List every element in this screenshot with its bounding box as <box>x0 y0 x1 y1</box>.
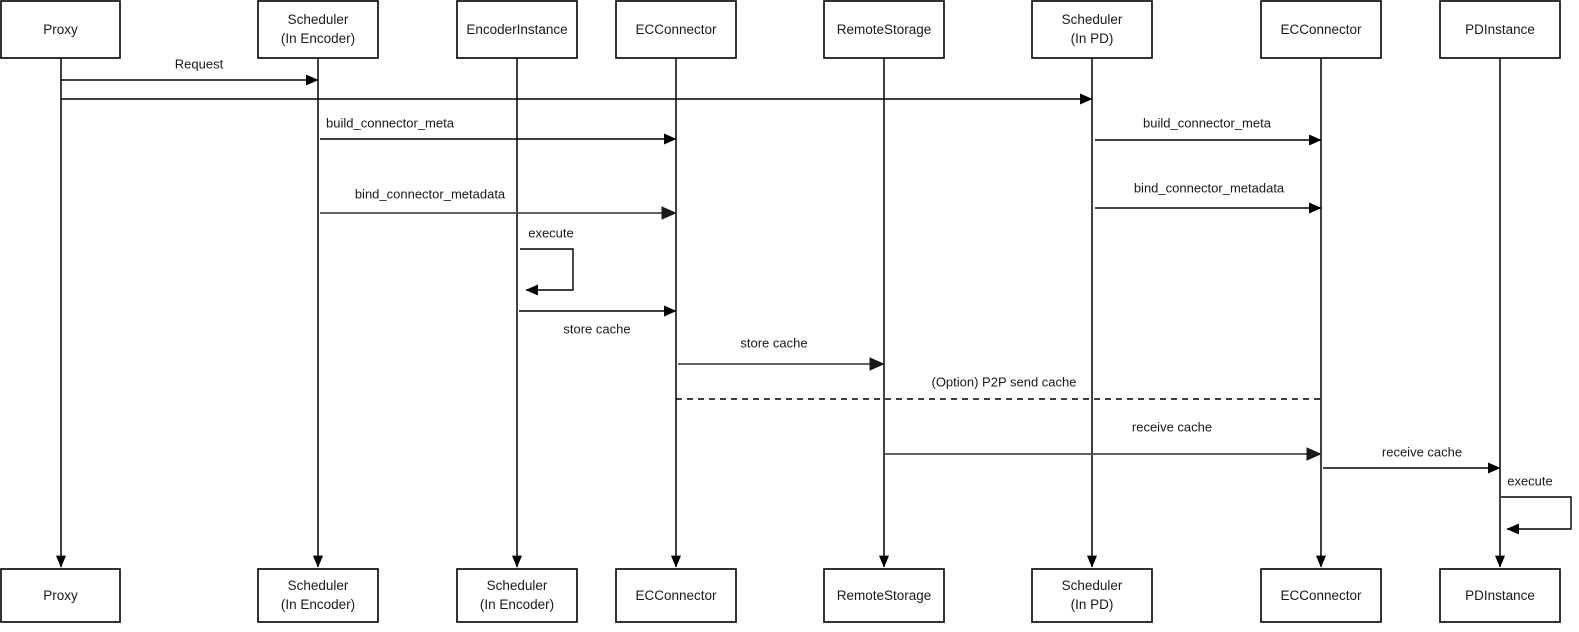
participant-box-bottom-pd_inst[interactable]: PDInstance <box>1439 568 1561 623</box>
participant-box-frame <box>1031 568 1153 623</box>
participant-label-line1: Scheduler <box>288 12 349 27</box>
message-label: receive cache <box>1132 419 1212 434</box>
message-m4[interactable]: build_connector_meta <box>1095 115 1322 146</box>
self-call-s2[interactable]: execute <box>1501 473 1572 535</box>
participant-box-frame <box>456 568 578 623</box>
participant-box-frame <box>257 0 379 59</box>
message-label: receive cache <box>1382 444 1462 459</box>
participant-box-frame <box>1439 568 1561 623</box>
participant-box-frame <box>823 568 945 623</box>
participant-box-frame <box>1439 0 1561 59</box>
participant-box-bottom-proxy[interactable]: Proxy <box>0 568 121 623</box>
participant-box-frame <box>456 0 578 59</box>
self-call-arrow <box>1501 496 1572 535</box>
message-m10[interactable]: receive cache <box>885 419 1322 461</box>
participant-label-line1: RemoteStorage <box>837 588 932 603</box>
participant-box-top-ecconn_pd[interactable]: ECConnector <box>1260 0 1382 59</box>
participant-label-line1: Scheduler <box>1062 578 1123 593</box>
lifelines-group <box>55 58 1506 568</box>
participant-label-line1: ECConnector <box>1280 22 1362 37</box>
message-m8[interactable]: store cache <box>678 335 885 371</box>
participant-box-bottom-ecconn_enc[interactable]: ECConnector <box>615 568 737 623</box>
participant-label-line2: (In Encoder) <box>281 597 355 612</box>
message-label: build_connector_meta <box>326 115 455 130</box>
participant-box-frame <box>1260 0 1382 59</box>
message-m11[interactable]: receive cache <box>1323 444 1501 474</box>
message-label: Request <box>175 56 224 71</box>
message-label: bind_connector_metadata <box>1134 180 1285 195</box>
participant-label-line1: Scheduler <box>288 578 349 593</box>
message-label: (Option) P2P send cache <box>931 374 1076 389</box>
self-call-s1[interactable]: execute <box>520 225 574 296</box>
message-label: build_connector_meta <box>1143 115 1272 130</box>
participant-box-top-ecconn_enc[interactable]: ECConnector <box>615 0 737 59</box>
self-call-label: execute <box>1507 473 1553 488</box>
self-calls-group: execute execute <box>520 225 1572 535</box>
participant-label-line1: PDInstance <box>1465 588 1535 603</box>
message-m7[interactable]: store cache <box>519 305 677 336</box>
messages-group: Request build_connector_meta build_connect… <box>61 56 1501 474</box>
participant-label-line1: Proxy <box>43 588 78 603</box>
participant-label-line1: EncoderInstance <box>466 22 567 37</box>
participant-box-top-sched_enc[interactable]: Scheduler (In Encoder) <box>257 0 379 59</box>
participant-label-line1: ECConnector <box>1280 588 1362 603</box>
participant-box-frame <box>823 0 945 59</box>
participant-footers-group: Proxy Scheduler (In Encoder) Scheduler (In E… <box>0 568 1561 623</box>
message-label: bind_connector_metadata <box>355 186 506 201</box>
participant-box-bottom-sched_enc[interactable]: Scheduler (In Encoder) <box>257 568 379 623</box>
self-call-label: execute <box>528 225 574 240</box>
participant-box-frame <box>0 568 121 623</box>
message-label: store cache <box>563 321 630 336</box>
message-m6[interactable]: bind_connector_metadata <box>1095 180 1322 214</box>
message-m9[interactable]: (Option) P2P send cache <box>676 374 1321 400</box>
participant-label-line1: Scheduler <box>1062 12 1123 27</box>
participant-label-line2: (In Encoder) <box>480 597 554 612</box>
message-label: store cache <box>740 335 807 350</box>
participant-label-line1: RemoteStorage <box>837 22 932 37</box>
participant-box-frame <box>257 568 379 623</box>
participant-label-line1: Proxy <box>43 22 78 37</box>
participant-headers-group: Proxy Scheduler (In Encoder) EncoderInstanc… <box>0 0 1561 59</box>
participant-label-line1: ECConnector <box>635 22 717 37</box>
participant-box-bottom-encoder_inst[interactable]: Scheduler (In Encoder) <box>456 568 578 623</box>
participant-box-frame <box>0 0 121 59</box>
participant-box-bottom-sched_pd[interactable]: Scheduler (In PD) <box>1031 568 1153 623</box>
participant-box-frame <box>1031 0 1153 59</box>
message-m3[interactable]: build_connector_meta <box>320 115 677 145</box>
participant-label-line2: (In PD) <box>1071 31 1114 46</box>
participant-box-top-remote_store[interactable]: RemoteStorage <box>823 0 945 59</box>
participant-label-line2: (In Encoder) <box>281 31 355 46</box>
message-m5[interactable]: bind_connector_metadata <box>320 186 677 220</box>
participant-box-top-proxy[interactable]: Proxy <box>0 0 121 59</box>
participant-box-frame <box>615 568 737 623</box>
participant-box-bottom-ecconn_pd[interactable]: ECConnector <box>1260 568 1382 623</box>
participant-box-top-sched_pd[interactable]: Scheduler (In PD) <box>1031 0 1153 59</box>
participant-box-frame <box>1260 568 1382 623</box>
participant-label-line2: (In PD) <box>1071 597 1114 612</box>
participant-box-bottom-remote_store[interactable]: RemoteStorage <box>823 568 945 623</box>
participant-box-top-pd_inst[interactable]: PDInstance <box>1439 0 1561 59</box>
self-call-arrow <box>520 248 574 296</box>
participant-box-frame <box>615 0 737 59</box>
participant-label-line1: ECConnector <box>635 588 717 603</box>
message-m1[interactable]: Request <box>61 56 319 86</box>
participant-box-top-encoder_inst[interactable]: EncoderInstance <box>456 0 578 59</box>
participant-label-line1: PDInstance <box>1465 22 1535 37</box>
participant-label-line1: Scheduler <box>487 578 548 593</box>
